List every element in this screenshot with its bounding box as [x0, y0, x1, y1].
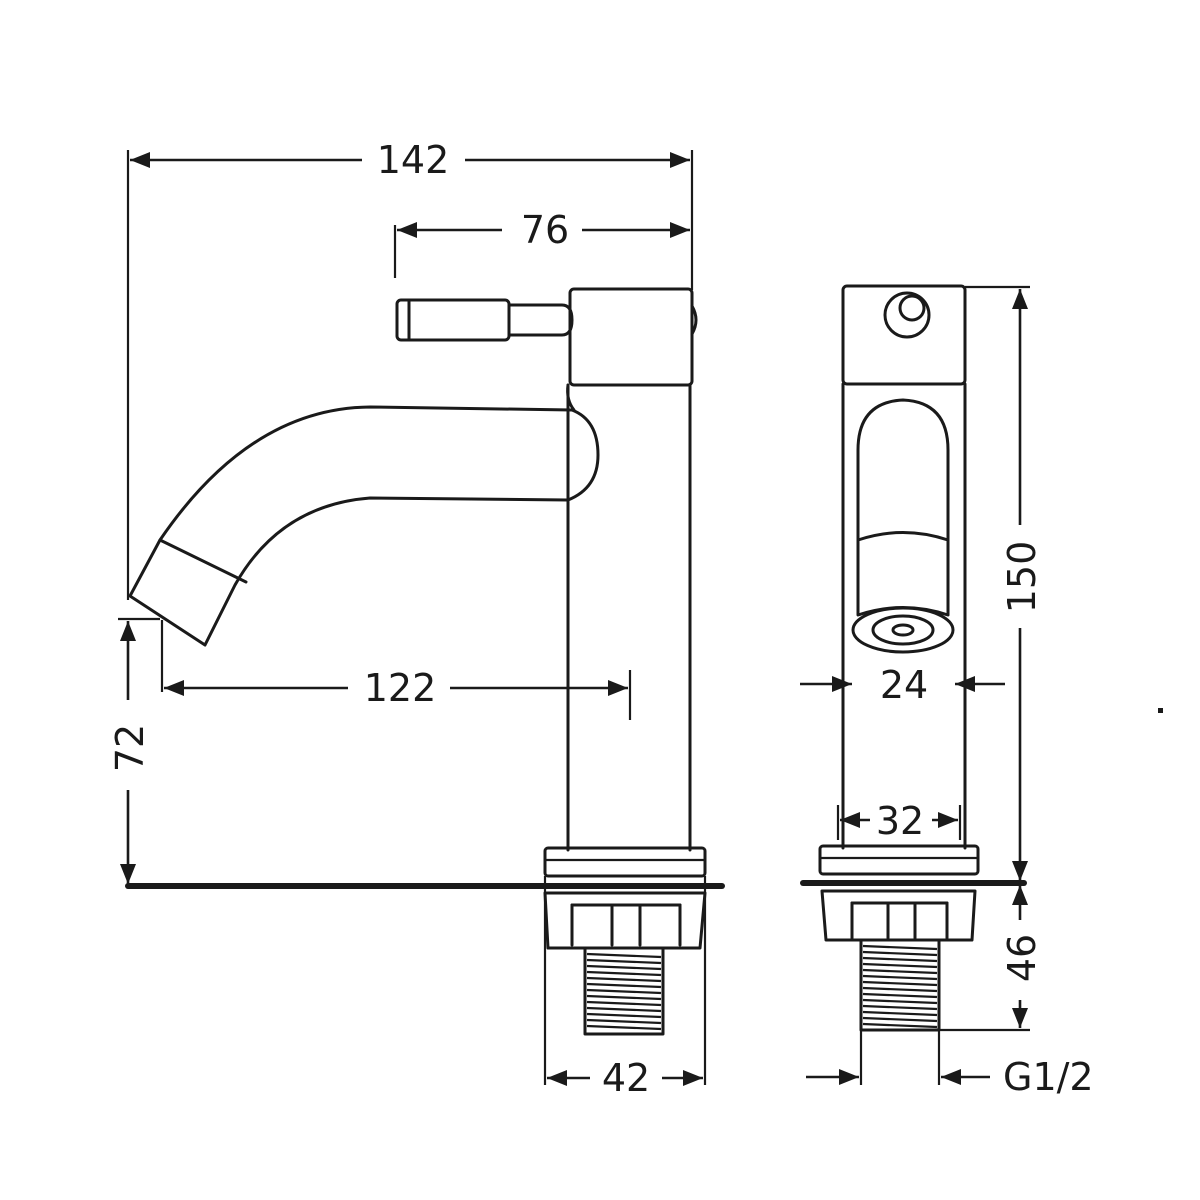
dimension-label-46: 46 — [1000, 934, 1044, 982]
dimension-label-142: 142 — [377, 138, 450, 182]
dimension-body-diameter: 32 — [836, 799, 962, 843]
dimension-label-72: 72 — [108, 724, 152, 772]
front-mounting-nut — [820, 889, 977, 942]
thread-line — [586, 994, 662, 1001]
dimension-label-24: 24 — [880, 663, 928, 707]
thread-line — [586, 1012, 662, 1019]
thread-line — [586, 958, 662, 965]
thread-line — [862, 1022, 938, 1029]
thread-line — [586, 964, 662, 971]
thread-line — [862, 956, 938, 963]
thread-line — [862, 992, 938, 999]
thread-line — [862, 1004, 938, 1011]
thread-line — [586, 1018, 662, 1025]
thread-line — [586, 1024, 662, 1031]
spout — [128, 405, 600, 647]
thread-line — [862, 944, 938, 951]
thread-line — [586, 976, 662, 983]
dimension-label-150: 150 — [1000, 541, 1044, 614]
front-cap — [841, 284, 967, 386]
faucet-body — [566, 383, 692, 852]
thread-line — [862, 1016, 938, 1023]
dimension-label-thread: G1/2 — [1003, 1055, 1094, 1099]
handle-lever — [395, 298, 574, 342]
dimension-label-32: 32 — [876, 799, 924, 843]
dimension-thread: G1/2 — [806, 1030, 1094, 1099]
thread-line — [862, 998, 938, 1005]
thread-line — [586, 988, 662, 995]
dimension-label-76: 76 — [521, 208, 569, 252]
dimension-spout-height: 72 — [108, 617, 160, 884]
thread-line — [586, 982, 662, 989]
front-spout — [851, 398, 955, 654]
threaded-shank — [583, 946, 665, 1036]
front-base-flange — [818, 844, 980, 876]
dimension-label-122: 122 — [364, 666, 437, 710]
dimension-shank-length: 46 — [940, 885, 1044, 1032]
thread-line — [862, 968, 938, 975]
thread-line — [862, 962, 938, 969]
dimension-handle-to-body: 76 — [393, 208, 690, 278]
thread-line — [586, 1000, 662, 1007]
handle-knob-icon — [883, 291, 931, 339]
front-threaded-shank — [859, 938, 941, 1032]
dimension-spout-reach: 122 — [160, 620, 632, 720]
handle-cap — [568, 287, 698, 387]
stray-mark — [1158, 708, 1163, 713]
thread-line — [586, 952, 662, 959]
dimension-overall-width: 142 — [126, 138, 694, 600]
front-body — [841, 382, 967, 850]
thread-line — [862, 950, 938, 957]
dimension-outlet-diameter: 24 — [800, 663, 1005, 707]
mounting-nut — [543, 891, 707, 950]
thread-line — [586, 970, 662, 977]
thread-line — [862, 980, 938, 987]
thread-line — [586, 1006, 662, 1013]
thread-line — [862, 974, 938, 981]
thread-line — [862, 986, 938, 993]
front-view — [800, 284, 1027, 1032]
dimension-label-42: 42 — [602, 1056, 650, 1100]
thread-line — [862, 1010, 938, 1017]
dimension-base-diameter: 42 — [543, 876, 707, 1100]
side-view — [125, 287, 725, 1036]
base-flange — [543, 846, 707, 878]
dimension-total-height: 150 — [965, 285, 1044, 881]
